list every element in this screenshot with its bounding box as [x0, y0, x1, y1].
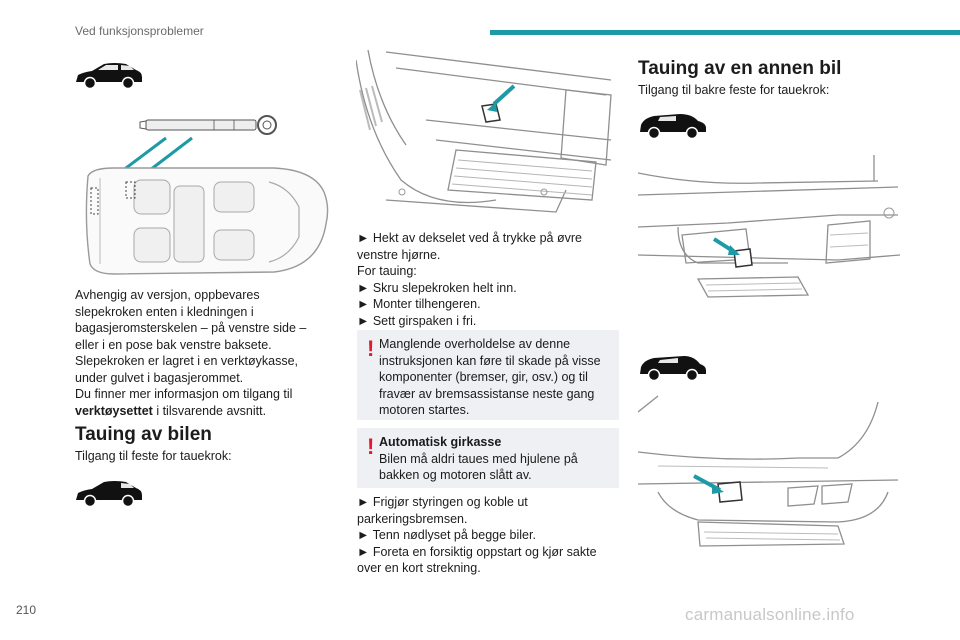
- rear-bumper-estate-illustration: [638, 395, 899, 547]
- header-accent-bar: [490, 30, 960, 35]
- storage-info-text: Avhengig av versjon, oppbevares slepekro…: [75, 287, 330, 419]
- warning-exclamation-icon: !: [367, 336, 375, 361]
- section-intro-rear: Tilgang til bakre feste for tauekrok:: [638, 83, 830, 97]
- page-number: 210: [16, 603, 37, 617]
- step-screw-hook: ► Skru slepekroken helt inn.: [357, 280, 517, 295]
- car-silhouette-icon: [640, 356, 706, 382]
- front-bumper-cover-illustration: [356, 50, 612, 213]
- step-neutral-gear: ► Sett girspaken i fri.: [357, 313, 477, 328]
- warning-damage-text: Manglende overholdelse av denne instruks…: [379, 337, 601, 417]
- storage-paragraph: Avhengig av versjon, oppbevares slepekro…: [75, 288, 307, 352]
- warning-automatic-title: Automatisk girkasse: [379, 435, 502, 449]
- toolkit-reference-paragraph: Du finner mer informasjon om tilgang til…: [75, 387, 293, 418]
- running-header: Ved funksjonsproblemer: [75, 24, 204, 38]
- rear-bumper-cover-illustration: [638, 155, 900, 298]
- step-remove-cover: ► Hekt av dekselet ved å trykke på øvre …: [357, 231, 582, 262]
- step-release-steering: ► Frigjør styringen og koble ut parkerin…: [357, 495, 528, 526]
- step-attach-trailer: ► Monter tilhengeren.: [357, 297, 481, 311]
- section-intro-front: Tilgang til feste for tauekrok:: [75, 449, 232, 463]
- final-steps-text: ► Frigjør styringen og koble ut parkerin…: [357, 494, 619, 577]
- toolbox-paragraph: Slepekroken er lagret i en verktøykasse,…: [75, 354, 299, 385]
- warning-automatic-text: Bilen må aldri taues med hjulene på bakk…: [379, 451, 578, 483]
- towing-eye-storage-illustration: [85, 115, 329, 275]
- section-title-towing-another-car: Tauing av en annen bil: [638, 58, 842, 79]
- warning-box-damage: ! Manglende overholdelse av denne instru…: [357, 330, 619, 420]
- watermark: carmanualsonline.info: [685, 605, 855, 624]
- car-silhouette-icon: [76, 63, 142, 90]
- step-hazard-lights: ► Tenn nødlyset på begge biler.: [357, 528, 536, 542]
- section-title-towing-your-car: Tauing av bilen: [75, 424, 212, 445]
- for-towing-label: For tauing:: [357, 264, 417, 278]
- car-silhouette-icon: [640, 114, 706, 140]
- toolkit-term: verktøysettet: [75, 403, 153, 418]
- car-silhouette-icon: [76, 481, 142, 508]
- warning-box-automatic: ! Automatisk girkasse Bilen må aldri tau…: [357, 428, 619, 488]
- step-drive-slowly: ► Foreta en forsiktig oppstart og kjør s…: [357, 544, 597, 576]
- towing-steps-text: ► Hekt av dekselet ved å trykke på øvre …: [357, 230, 619, 329]
- warning-exclamation-icon: !: [367, 434, 375, 459]
